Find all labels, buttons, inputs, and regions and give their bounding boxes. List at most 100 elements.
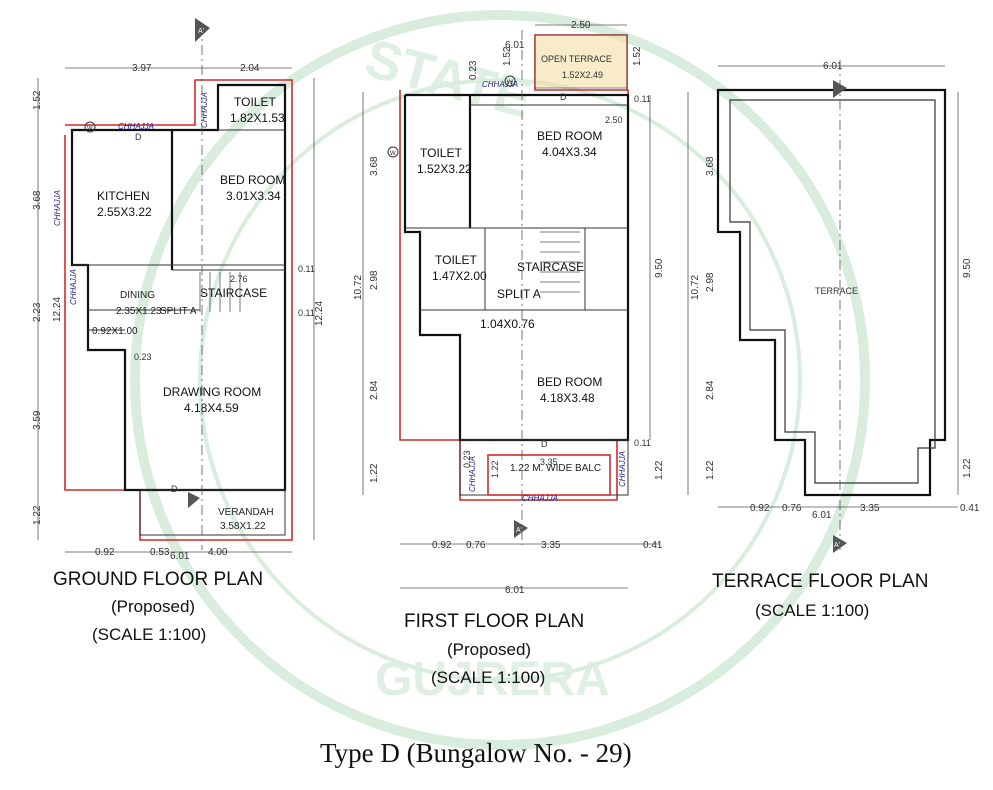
ff-dim-balc-1: 1.22 <box>490 460 500 478</box>
watermark-text-bottom: GUJRERA <box>375 653 610 706</box>
tf-dim-right-1: 1.22 <box>962 458 973 478</box>
tf-dim-left-4: 1.22 <box>705 460 716 480</box>
ff-window-marker-left <box>387 146 399 158</box>
ff-toilet1-size: 1.52X3.22 <box>417 162 472 176</box>
ff-open-terrace <box>534 34 628 89</box>
gf-door-mark-front: D <box>171 484 178 494</box>
gf-dim-left-3: 2.23 <box>32 302 43 322</box>
ff-dim-right-1: 0.11 <box>634 94 651 104</box>
ff-plan-scale: (SCALE 1:100) <box>431 668 545 687</box>
tf-dim-bottom-3: 3.35 <box>860 503 880 514</box>
staircase-lines <box>199 272 241 312</box>
terrace-outline <box>716 88 947 497</box>
ff-plan-title: FIRST FLOOR PLAN <box>404 611 584 632</box>
gf-drawing-label: DRAWING ROOM <box>163 385 261 399</box>
gf-dim-top-left: 3.97 <box>132 63 152 74</box>
ff-window-mark: W <box>507 80 513 86</box>
gf-split-label: SPLIT A <box>160 306 197 317</box>
sheet-title: Type D (Bungalow No. - 29) <box>320 738 632 768</box>
gf-dining-label: DINING <box>120 290 155 301</box>
ff-terrace-size: 1.52X2.49 <box>562 70 603 80</box>
gf-bedroom-size: 3.01X3.34 <box>226 189 281 203</box>
ff-terrace-label: OPEN TERRACE <box>541 54 612 64</box>
ff-bedroom1-label: BED ROOM <box>537 129 602 143</box>
ff-dim-top-2: 6.01 <box>505 40 525 51</box>
tf-plan-title: TERRACE FLOOR PLAN <box>712 571 928 592</box>
ff-dim-left-2: 2.98 <box>369 270 380 290</box>
gf-chhajja-kitchen: CHHAJJA <box>53 190 62 226</box>
ff-dim-top: 2.50 <box>571 20 591 31</box>
gf-verandah-label: VERANDAH <box>218 507 274 518</box>
ff-plan-status: (Proposed) <box>447 640 531 659</box>
ff-dim-left-total: 10.72 <box>353 275 364 300</box>
ff-balcony-label: 1.22 M. WIDE BALC <box>510 463 601 474</box>
ff-balcony-rail <box>487 454 611 496</box>
gf-section-arrow-top <box>195 18 210 42</box>
gf-staircase-label: STAIRCASE <box>200 286 267 300</box>
gf-kitchen-size: 2.55X3.22 <box>97 205 152 219</box>
ff-split-label: SPLIT A <box>497 287 541 301</box>
ff-dim-right-2: 2.50 <box>605 115 623 125</box>
terrace-parapet <box>729 99 936 484</box>
watermark-inner-ring <box>198 78 802 682</box>
ff-dim-bottom-total: 6.01 <box>505 585 525 596</box>
ff-dim-balc-2: 3.35 <box>540 457 558 467</box>
ff-dim-balc-3: 0.23 <box>462 450 472 468</box>
ff-dim-top-3: 1.52 <box>502 46 513 66</box>
gf-dim-bottom-total: 6.01 <box>170 551 190 562</box>
first-floor-plan: OPEN TERRACE 1.52X2.49 TOILET 1.52X3.22 … <box>353 20 665 687</box>
gf-window-mark: W <box>87 126 93 132</box>
gf-dim-inner-4: 0.23 <box>134 352 152 362</box>
ff-dim-bottom-3: 3.35 <box>541 540 561 551</box>
gf-dim-left-total: 12.24 <box>52 297 63 322</box>
ff-toilet2-size: 1.47X2.00 <box>432 269 487 283</box>
ff-dim-top-5: 1.52 <box>632 46 643 66</box>
ff-door-mark: D <box>560 92 567 102</box>
ff-toilet2-label: TOILET <box>435 253 477 267</box>
gf-dim-bottom-1: 0.92 <box>95 547 115 558</box>
ff-door-mark-balc: D <box>541 439 548 449</box>
tf-dim-bottom-4: 0.41 <box>960 503 980 514</box>
ff-toilet1-label: TOILET <box>420 146 462 160</box>
ff-dim-right-3: 9.50 <box>654 258 665 278</box>
ff-dim-left-1: 3.68 <box>369 156 380 176</box>
gf-dim-inner-2: 0.11 <box>298 264 315 274</box>
tf-dim-left-3: 2.84 <box>705 380 716 400</box>
gf-window-marker <box>84 121 96 133</box>
tf-dim-left-2: 2.98 <box>705 272 716 292</box>
gf-dim-left-5: 1.22 <box>32 505 43 525</box>
gf-section-label-top: A' <box>198 28 204 35</box>
terrace-label: TERRACE <box>815 286 858 296</box>
ff-dim-right-4: 0.11 <box>634 438 651 448</box>
gf-drawing-size: 4.18X4.59 <box>184 401 239 415</box>
ff-section-label: A' <box>516 527 522 534</box>
tf-dim-right-total: 9.50 <box>962 258 973 278</box>
ff-dim-top-4: 0.23 <box>468 60 479 80</box>
ff-staircase-label: STAIRCASE <box>517 260 584 274</box>
gf-dim-inner-1: 2.76 <box>230 274 248 284</box>
ff-dim-bottom-1: 0.92 <box>432 540 452 551</box>
ff-bedroom1-size: 4.04X3.34 <box>542 145 597 159</box>
tf-dim-bottom-2: 0.76 <box>782 503 802 514</box>
tf-section-arrow-top <box>833 80 847 98</box>
tf-section-arrow-bottom <box>833 535 847 553</box>
gf-dim-top-right: 2.04 <box>240 63 260 74</box>
tf-dim-bottom-total: 6.01 <box>812 510 832 521</box>
ff-dim-left-4: 1.22 <box>369 463 380 483</box>
ff-chhajja-top: CHHAJJA <box>482 80 518 89</box>
ff-dim-bottom-2: 0.76 <box>466 540 486 551</box>
gf-dim-left-4: 3.59 <box>32 410 43 430</box>
gf-kitchen-label: KITCHEN <box>97 189 150 203</box>
gf-dim-right-total: 12.24 <box>314 301 325 326</box>
gf-dim-bottom-2: 0.53 <box>150 547 170 558</box>
gf-plan-status: (Proposed) <box>111 597 195 616</box>
gf-toilet-label: TOILET <box>234 95 276 109</box>
ff-window-mark-left: W <box>390 151 396 157</box>
tf-dim-left-1: 3.68 <box>705 156 716 176</box>
gf-door-mark: D <box>135 132 142 142</box>
gf-chhajja-toilet: CHHAJJA <box>200 92 209 128</box>
plot-boundary <box>64 79 293 541</box>
gf-toilet-size: 1.82X1.53 <box>230 111 285 125</box>
